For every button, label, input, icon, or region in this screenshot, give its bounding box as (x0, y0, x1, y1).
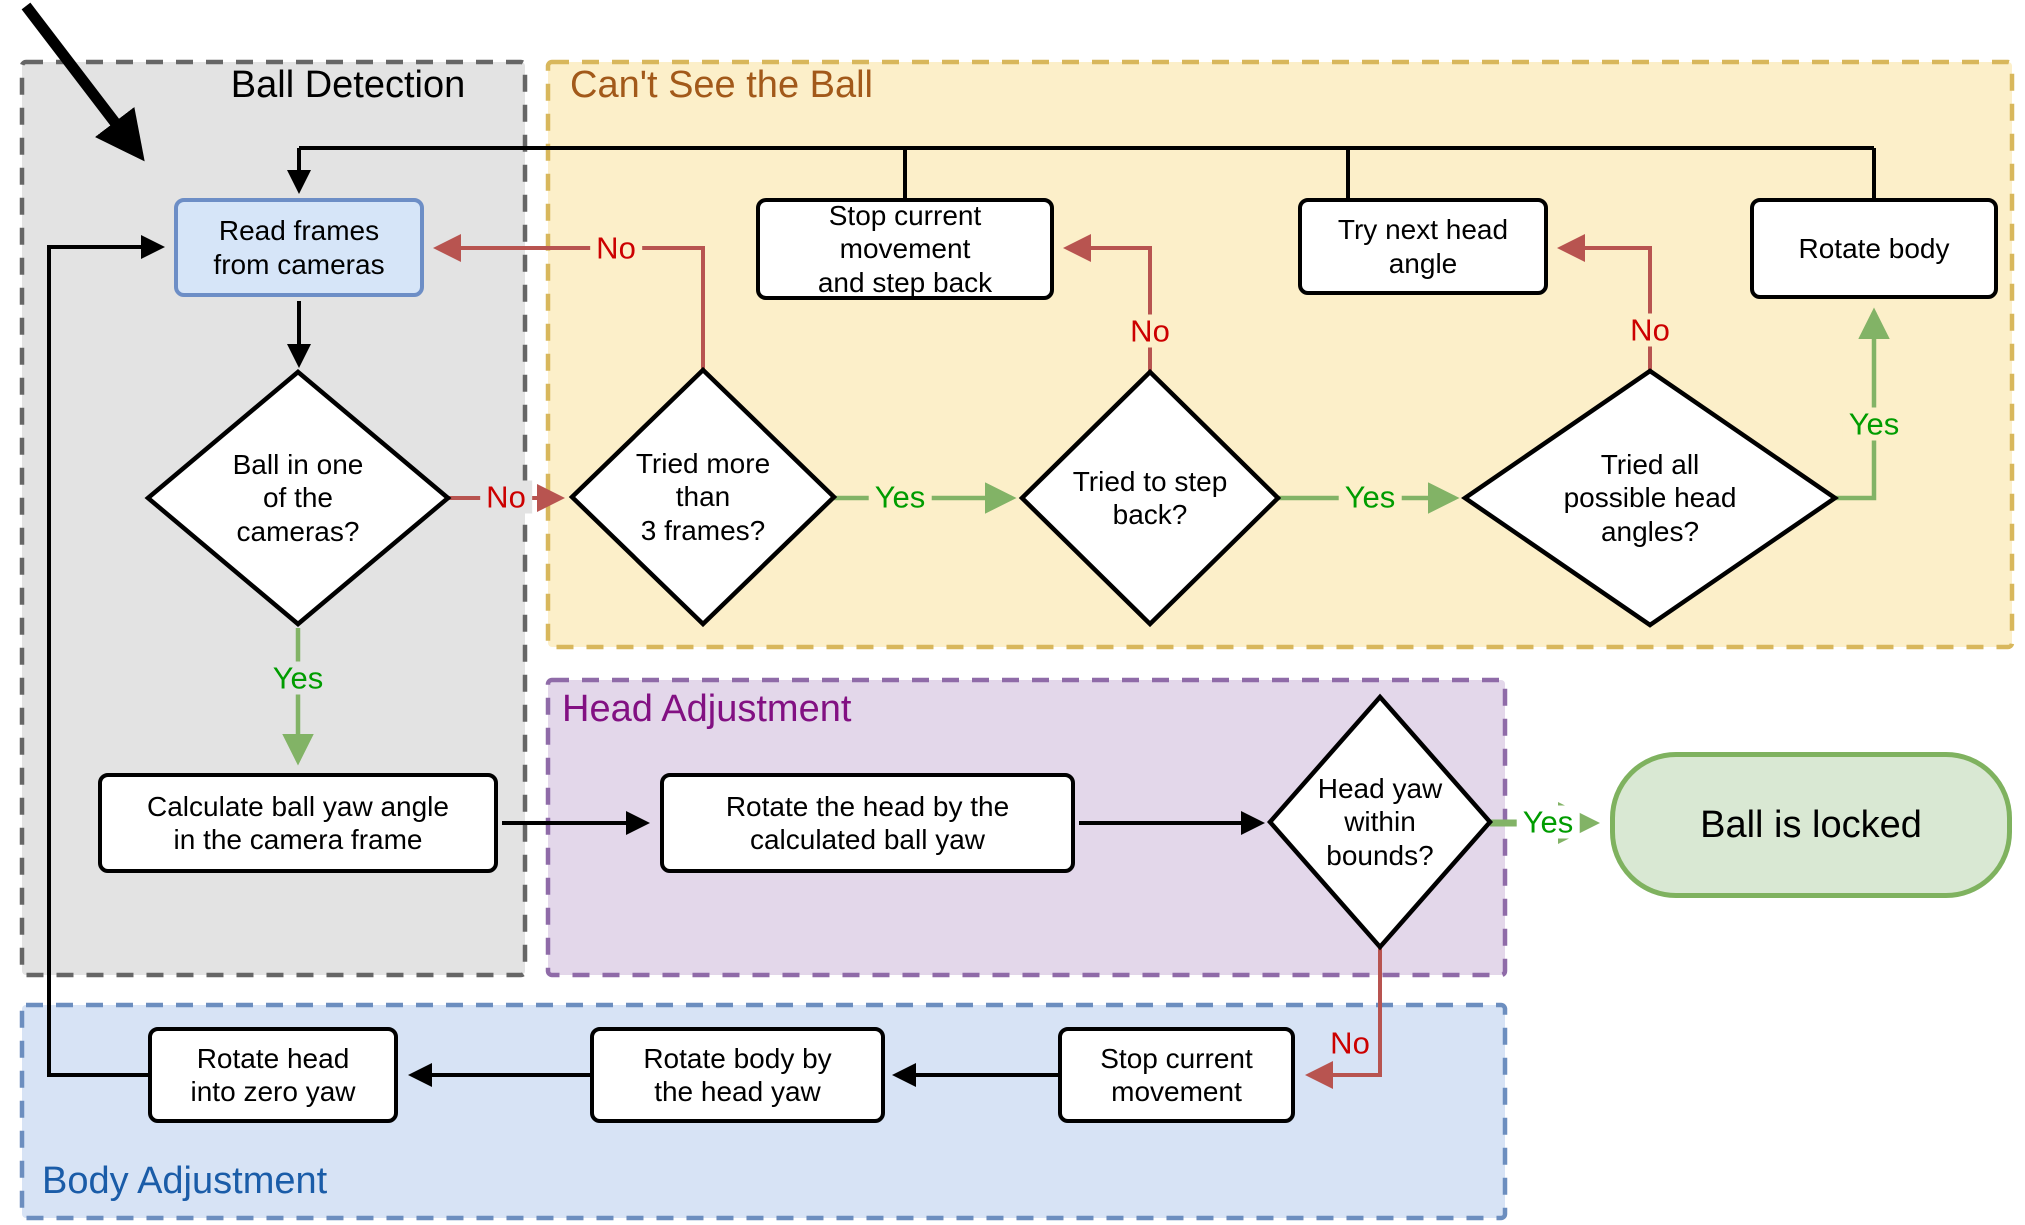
decision-tried-3-frames-shape (568, 366, 838, 628)
decision-ball-in-cameras-shape (144, 369, 452, 627)
edge-no-tried-3-frames (433, 234, 705, 371)
edge-label-yes-head-yaw-bounds: Yes (1516, 805, 1580, 839)
decision-tried-all-angles-label: Tried all possible head angles? (1563, 449, 1737, 547)
edge-label-no-head-yaw-bounds: No (1330, 1025, 1370, 1061)
region-title-body-adjustment: Body Adjustment (42, 1160, 328, 1202)
edge-label-yes-tried-3-frames: Yes (868, 480, 932, 514)
region-title-cant-see-ball: Can't See the Ball (570, 64, 873, 106)
node-ball-locked: Ball is locked (1610, 752, 2012, 898)
region-title-head-adjustment: Head Adjustment (562, 688, 852, 730)
decision-head-yaw-bounds-shape (1267, 693, 1493, 951)
node-rotate-head-zero: Rotate head into zero yaw (148, 1027, 398, 1123)
decision-head-yaw-bounds-label: Head yaw within bounds? (1317, 773, 1443, 871)
node-read-frames: Read frames from cameras (174, 198, 424, 297)
node-stop-current-movement: Stop current movement (1058, 1027, 1295, 1123)
decision-tried-all-angles-shape (1461, 368, 1839, 628)
edge-label-no-tried-step-back: No (1124, 314, 1176, 348)
edge-label-yes-ball-in-cameras: Yes (266, 661, 330, 695)
decision-tried-step-back-shape (1018, 368, 1282, 628)
edge-label-yes-tried-all-angles: Yes (1842, 407, 1906, 441)
node-try-next-head: Try next head angle (1298, 198, 1548, 295)
entry-arrow (21, 2, 145, 162)
edge-yes-tried-all-angles (1835, 307, 1890, 501)
decision-tried-step-back-label: Tried to step back? (1072, 465, 1228, 530)
decision-tried-3-frames-label: Tried more than 3 frames? (635, 448, 771, 546)
node-rotate-body: Rotate body (1750, 198, 1998, 299)
region-title-ball-detection: Ball Detection (230, 64, 466, 106)
decision-ball-in-cameras-label: Ball in one of the cameras? (232, 449, 364, 547)
edge-label-no-ball-in-cameras: No (480, 480, 532, 514)
edge-label-no-tried-3-frames: No (590, 231, 642, 265)
edge-loop-into-read-frames-left (47, 235, 165, 1077)
node-calc-ball-yaw: Calculate ball yaw angle in the camera f… (98, 773, 498, 873)
node-stop-step-back: Stop current movement and step back (756, 198, 1054, 300)
edge-no-head-yaw-bounds (1305, 947, 1382, 1089)
node-rotate-body-by-head: Rotate body by the head yaw (590, 1027, 885, 1123)
edge-label-no-tried-all-angles: No (1624, 313, 1676, 347)
node-rotate-head-by-yaw: Rotate the head by the calculated ball y… (660, 773, 1075, 873)
edge-label-yes-tried-step-back: Yes (1338, 480, 1402, 514)
